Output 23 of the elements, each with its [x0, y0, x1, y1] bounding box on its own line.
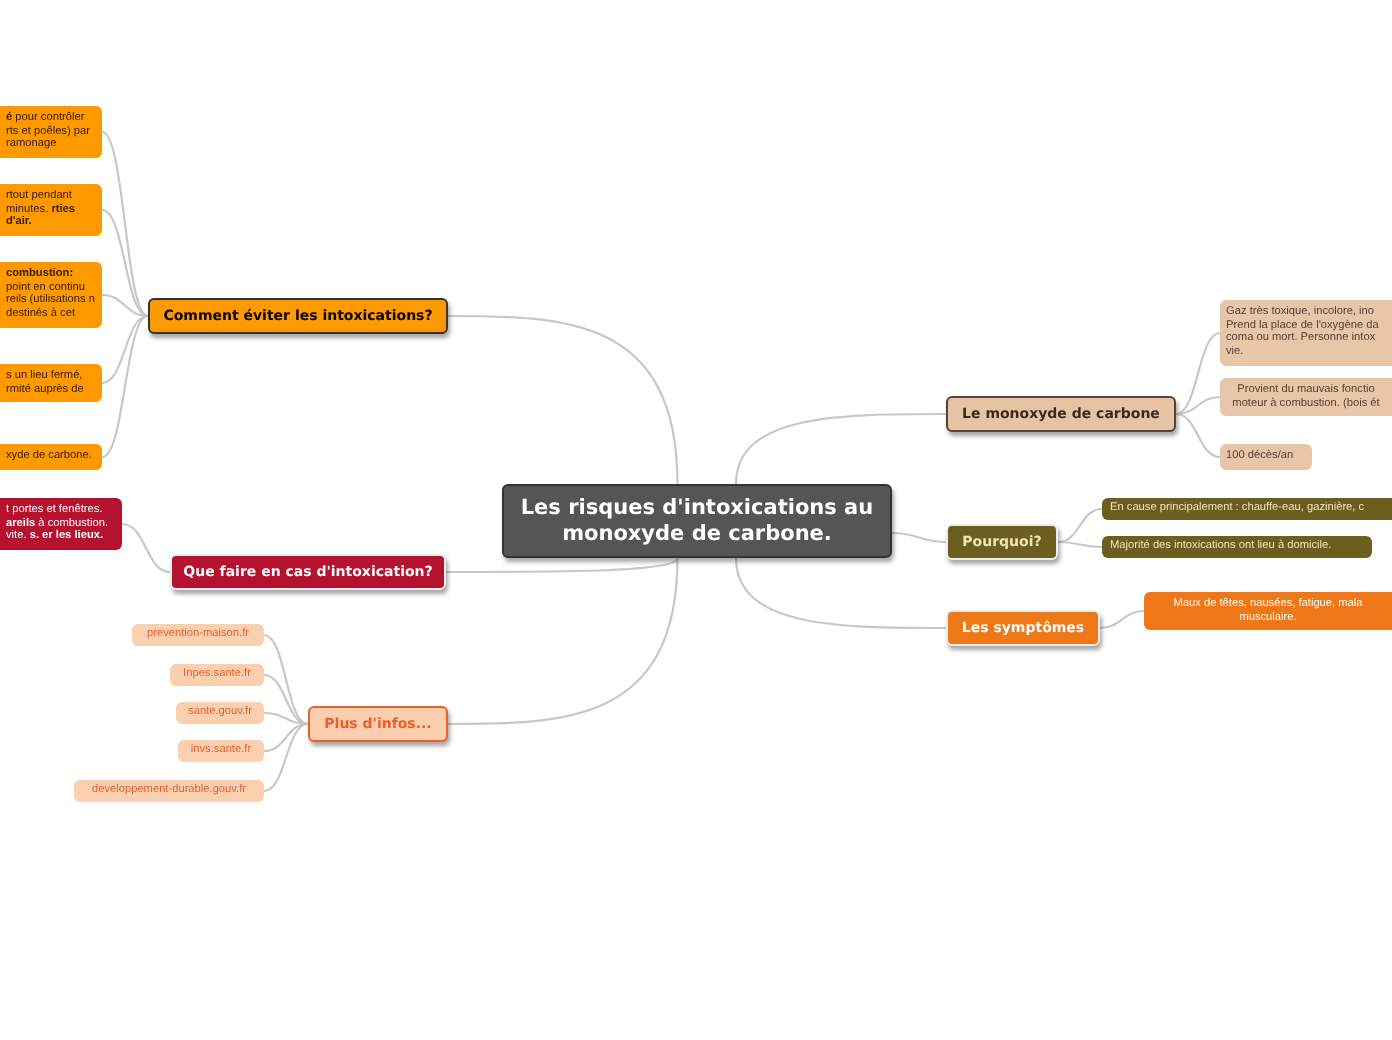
connector-line [263, 722, 309, 753]
connector-line [891, 531, 947, 544]
connector-line [1175, 331, 1221, 416]
connector-line [101, 314, 149, 385]
connector-line [446, 557, 679, 574]
connector-line [263, 633, 309, 726]
connector-line [101, 208, 149, 318]
connector-line [448, 557, 679, 726]
connector-line [263, 722, 309, 793]
connector-line [101, 315, 149, 458]
connector-line [263, 673, 309, 726]
connector-line [1099, 609, 1145, 630]
connector-line [101, 131, 149, 317]
connector-line [1175, 395, 1221, 416]
connector-line [121, 522, 171, 574]
connector-line [734, 557, 946, 630]
connector-line [734, 412, 946, 485]
connector-line [1175, 412, 1221, 459]
connector-line [448, 314, 679, 485]
connector-line [1057, 507, 1103, 544]
connector-line [101, 293, 149, 318]
central-topic: Les risques d'intoxications au monoxyde de carbone. [502, 484, 892, 559]
connector-line [1057, 540, 1103, 549]
